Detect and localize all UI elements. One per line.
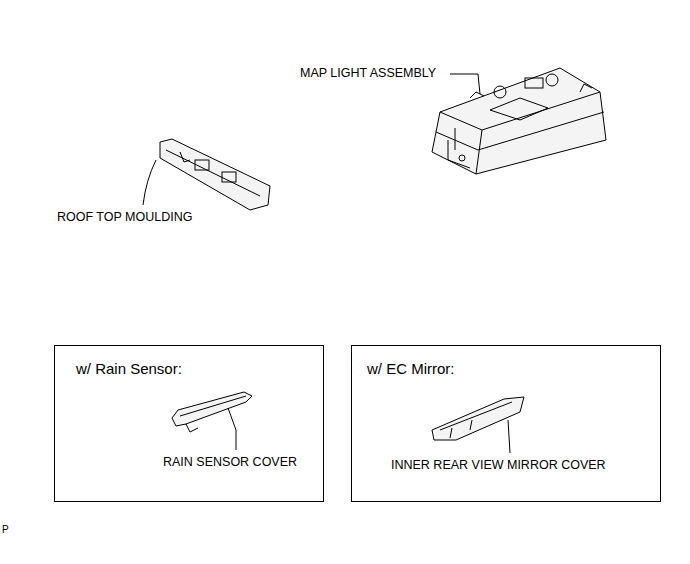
leader-line — [508, 420, 510, 453]
roof-top-moulding-drawing — [160, 139, 270, 210]
rain-sensor-cover-drawing — [172, 392, 252, 432]
leader-line — [143, 160, 156, 205]
map-light-assembly-drawing — [432, 68, 606, 174]
part-name: RAIN SENSOR COVER — [163, 455, 297, 470]
leader-line — [450, 74, 480, 94]
box-heading: w/ EC Mirror: — [367, 360, 455, 377]
mirror-cover-drawing — [432, 397, 524, 440]
option-box: w/ EC Mirror: — [351, 345, 661, 502]
part-name: ROOF TOP MOULDING — [57, 210, 192, 225]
leader-line — [228, 408, 236, 450]
option-box: w/ Rain Sensor: — [54, 345, 324, 502]
part-name: MAP LIGHT ASSEMBLY — [300, 66, 436, 81]
part-name: INNER REAR VIEW MIRROR COVER — [391, 458, 606, 473]
part-name: P — [2, 524, 9, 536]
box-heading: w/ Rain Sensor: — [76, 360, 182, 377]
